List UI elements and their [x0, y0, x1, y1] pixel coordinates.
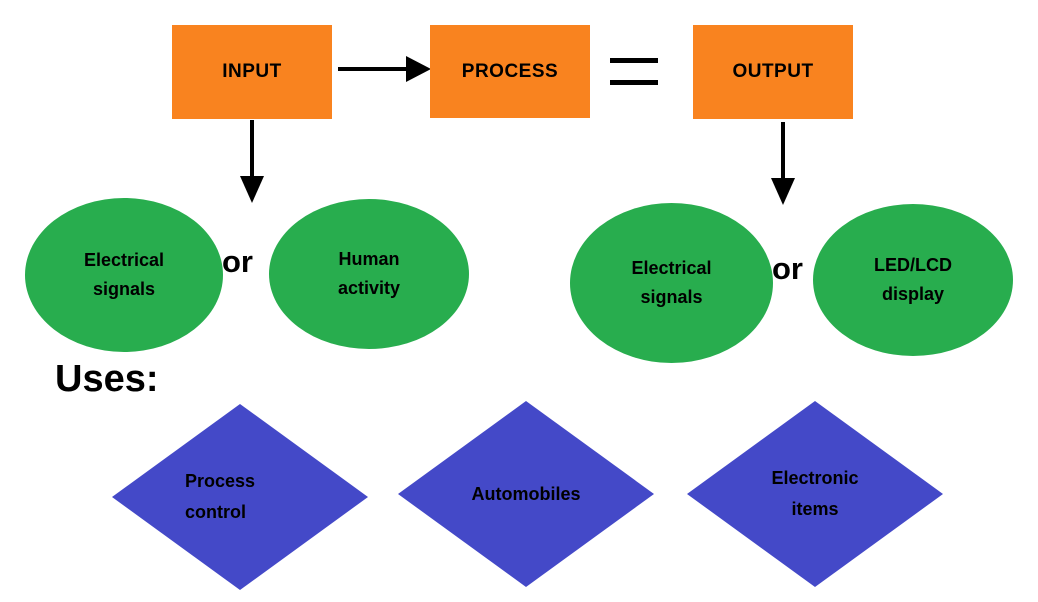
input-option-human-activity: Human activity	[269, 199, 469, 349]
use-case-automobiles-label: Automobiles	[471, 483, 581, 504]
process-box: PROCESS	[430, 25, 590, 118]
output-option-electrical-signals-label: Electrical signals	[631, 258, 712, 307]
output-box-label: OUTPUT	[732, 61, 814, 82]
output-option-led-lcd-display: LED/LCD display	[813, 204, 1013, 356]
input-branch-arrow-icon	[238, 120, 266, 204]
input-box-label: INPUT	[222, 61, 282, 82]
uses-heading: Uses:	[55, 358, 159, 400]
use-case-electronic-items: Electronic items	[687, 401, 943, 587]
input-option-electrical-signals: Electrical signals	[25, 198, 223, 352]
output-branch-arrow-icon	[769, 122, 797, 206]
output-option-led-lcd-display-label: LED/LCD display	[874, 255, 952, 304]
output-option-electrical-signals: Electrical signals	[570, 203, 773, 363]
input-option-electrical-signals-label: Electrical signals	[83, 250, 165, 299]
output-box: OUTPUT	[693, 25, 853, 119]
output-or-connector: or	[772, 251, 803, 286]
input-or-connector: or	[222, 244, 253, 279]
use-case-automobiles: Automobiles	[398, 401, 654, 587]
equals-icon	[610, 58, 658, 85]
use-case-electronic-items-label: Electronic items	[771, 468, 859, 519]
equals-bar-bottom	[610, 80, 658, 85]
use-case-process-control-label: Process control	[185, 471, 256, 522]
input-box: INPUT	[172, 25, 332, 119]
use-case-process-control: Process control	[112, 404, 368, 590]
input-to-process-arrow-icon	[336, 49, 432, 89]
process-box-label: PROCESS	[461, 60, 559, 82]
input-option-human-activity-label: Human activity	[337, 249, 401, 298]
equals-bar-top	[610, 58, 658, 63]
